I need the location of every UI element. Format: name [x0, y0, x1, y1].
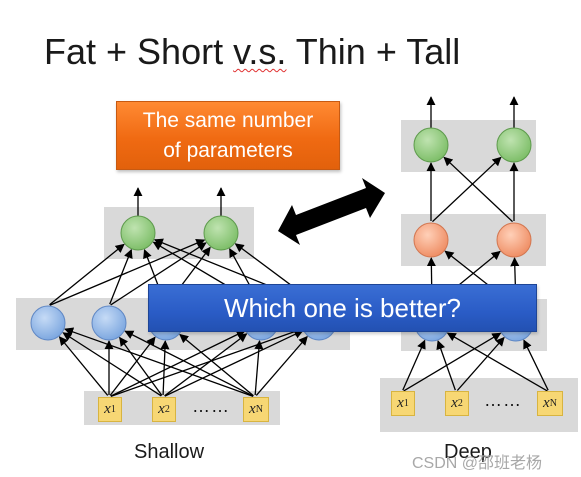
shallow-input-edge [62, 332, 162, 397]
deep-input-edge [403, 332, 502, 392]
deep-hidden2-neuron [496, 222, 532, 258]
title-vs: v.s. [233, 31, 287, 72]
shallow-input-edge [124, 330, 254, 397]
double-arrow-icon [278, 178, 385, 245]
input-var: x [397, 395, 404, 411]
deep-input-edge [523, 339, 549, 391]
shallow-hidden-edge [49, 238, 206, 306]
shallow-input-edge [164, 333, 248, 397]
shallow-output-neuron [120, 215, 156, 251]
deep-hidden2-neuron [413, 222, 449, 258]
shallow-input-edge [164, 330, 304, 397]
shallow-hidden-edge [109, 248, 133, 305]
shallow-input-edge [58, 336, 109, 396]
input-sub: 1 [110, 404, 116, 415]
shallow-hidden-edge [110, 242, 207, 306]
which-is-better-callout: Which one is better? [148, 284, 537, 332]
deep-input-edge [436, 340, 456, 391]
input-var: x [249, 401, 256, 417]
shallow-input-edge [179, 333, 254, 397]
shallow-output-neuron [203, 215, 239, 251]
input-sub: 2 [164, 404, 170, 415]
shallow-input-edge [255, 335, 308, 396]
deep-output-neuron [496, 127, 532, 163]
watermark: CSDN @邵班老杨 [412, 455, 543, 472]
deep-output-edge [432, 156, 502, 223]
shallow-input-edge [109, 336, 156, 396]
input-sub: N [255, 404, 263, 415]
shallow-label: Shallow [134, 441, 205, 463]
shallow-input-edge [110, 327, 303, 397]
input-var: x [451, 395, 458, 411]
shallow-hidden-neuron [91, 305, 127, 341]
input-var: x [104, 401, 111, 417]
shallow-input-ellipsis: …… [192, 396, 230, 416]
deep-output-edge [443, 156, 513, 223]
deep-input-ellipsis: …… [484, 390, 522, 410]
input-sub: 2 [457, 398, 463, 409]
shallow-hidden-edge [49, 243, 125, 306]
title-end: Thin + Tall [286, 31, 461, 72]
deep-input-edge [402, 339, 426, 391]
shallow-input-edge [254, 340, 264, 396]
deep-output-neuron [413, 127, 449, 163]
shallow-input-edge [119, 336, 163, 396]
params-line-1: The same number [142, 108, 314, 132]
input-var: x [543, 395, 550, 411]
deep-label: Deep [444, 441, 492, 463]
shallow-input-edge [110, 330, 246, 397]
shallow-input-edge [160, 340, 170, 396]
deep-input-edge [456, 336, 505, 391]
slide-title: Fat + Short v.s. Thin + Tall [44, 30, 460, 74]
shallow-hidden-neuron [30, 305, 66, 341]
title-main: Fat + Short [44, 31, 234, 72]
deep-input-edge [446, 332, 548, 392]
input-sub: N [549, 398, 557, 409]
input-sub: 1 [403, 398, 409, 409]
same-parameters-callout: The same number of parameters [116, 101, 340, 170]
params-line-2: of parameters [163, 138, 293, 162]
shallow-input-edge [64, 327, 254, 397]
input-var: x [158, 401, 165, 417]
